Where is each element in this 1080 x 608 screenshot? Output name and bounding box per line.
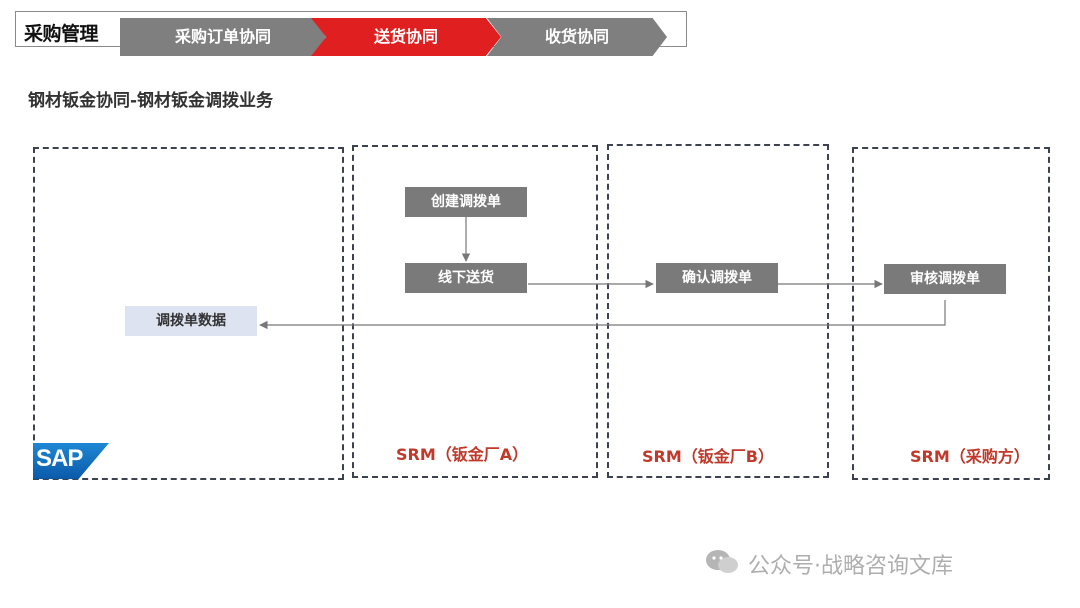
wechat-icon: [706, 550, 738, 573]
node-review-transfer: 审核调拨单: [884, 264, 1006, 294]
lane-label-factory-b: SRM（钣金厂B）: [642, 447, 774, 466]
lane-srm-factory-b: [607, 144, 829, 478]
lane-sap: [33, 147, 344, 480]
step-receipt-collab[interactable]: 收货协同: [487, 18, 667, 56]
page-subtitle: 钢材钣金协同-钢材钣金调拨业务: [28, 91, 274, 111]
step-purchase-order-collab[interactable]: 采购订单协同: [120, 18, 326, 56]
watermark-text: 公众号·战略咨询文库: [748, 554, 953, 579]
node-create-transfer: 创建调拨单: [405, 187, 527, 217]
lane-srm-factory-a: [352, 145, 598, 478]
step-delivery-collab[interactable]: 送货协同: [311, 18, 501, 56]
lane-label-purchaser: SRM（采购方）: [910, 447, 1030, 466]
node-confirm-transfer: 确认调拨单: [656, 263, 778, 293]
arrow-review-to-data: [259, 300, 946, 330]
sap-logo-text: SAP: [36, 445, 83, 472]
section-title: 采购管理: [24, 23, 99, 45]
lane-srm-purchaser: [852, 147, 1050, 480]
node-transfer-data: 调拨单数据: [125, 306, 257, 336]
node-offline-delivery: 线下送货: [405, 263, 527, 293]
lane-label-factory-a: SRM（钣金厂A）: [396, 445, 529, 464]
